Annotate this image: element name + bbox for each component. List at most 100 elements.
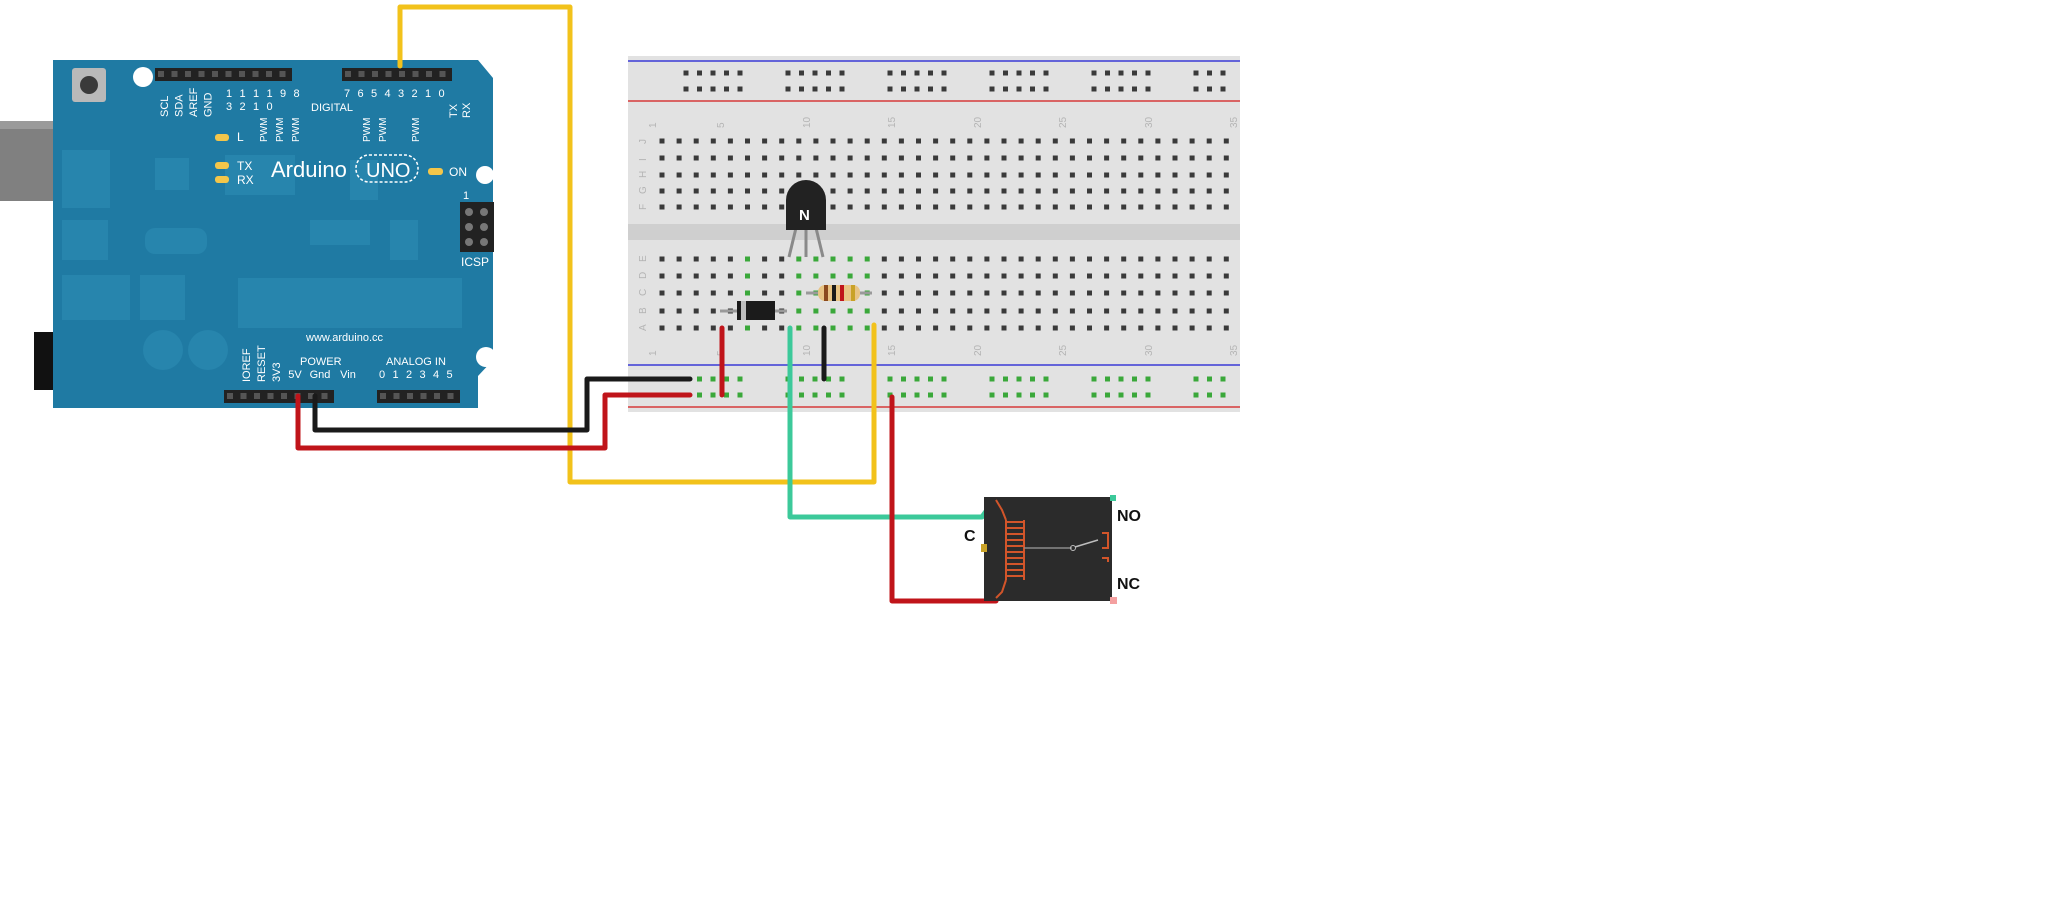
breadboard-hole	[830, 138, 836, 144]
header-strip	[342, 68, 452, 81]
breadboard-hole	[1091, 376, 1097, 382]
breadboard-hole	[1018, 290, 1024, 296]
breadboard-hole	[826, 376, 831, 382]
breadboard-hole	[1003, 86, 1008, 92]
breadboard-hole	[1104, 256, 1110, 262]
breadboard-hole	[864, 325, 870, 331]
breadboard-hole	[1172, 204, 1178, 210]
led-l	[215, 134, 229, 141]
pin-label: 1	[425, 88, 431, 100]
breadboard-hole	[737, 86, 743, 92]
breadboard-hole	[881, 172, 887, 178]
breadboard-hole	[967, 273, 973, 279]
breadboard-hole	[1087, 172, 1092, 178]
breadboard-hole	[779, 325, 785, 331]
breadboard-hole	[762, 188, 768, 194]
header-pin	[426, 71, 432, 77]
breadboard-hole	[1018, 256, 1024, 262]
wire-red-relay	[889, 394, 999, 604]
breadboard-hole	[1003, 70, 1008, 76]
breadboard-hole	[1069, 256, 1075, 262]
breadboard-hole	[941, 376, 947, 382]
breadboard-hole	[724, 376, 729, 382]
breadboard-hole	[1138, 325, 1144, 331]
transistor-body	[786, 180, 826, 230]
breadboard-hole	[1016, 392, 1022, 398]
breadboard-hole	[693, 138, 699, 144]
diode-band	[741, 301, 746, 320]
board-decor	[225, 155, 295, 195]
breadboard-hole	[933, 155, 939, 161]
breadboard-hole	[779, 290, 785, 296]
header-pin	[279, 71, 286, 77]
breadboard-hole	[727, 172, 733, 178]
breadboard-hole	[745, 273, 750, 279]
breadboard-hole	[898, 155, 904, 161]
pwm-label: PWM	[378, 118, 389, 142]
row-letter: I	[638, 158, 649, 161]
breadboard-hole	[847, 273, 853, 279]
header-pin	[281, 393, 287, 399]
diode	[720, 301, 787, 320]
pin-label: SDA	[174, 94, 186, 117]
board-decor	[145, 228, 207, 254]
breadboard-hole	[813, 256, 819, 262]
pin-label: 1	[266, 88, 272, 100]
breadboard-hole	[1052, 308, 1058, 314]
breadboard-hole	[1104, 273, 1110, 279]
breadboard-hole	[950, 256, 956, 262]
breadboard-hole	[1223, 138, 1229, 144]
breadboard-hole	[967, 290, 973, 296]
breadboard-hole	[812, 86, 818, 92]
power-pin-label: RESET	[256, 345, 268, 382]
breadboard-hole	[693, 273, 699, 279]
breadboard-hole	[737, 70, 743, 76]
breadboard-hole	[984, 290, 990, 296]
row-letter: C	[638, 289, 649, 296]
breadboard-hole	[762, 256, 768, 262]
breadboard-hole	[1018, 188, 1024, 194]
breadboard-hole	[693, 204, 699, 210]
breadboard-hole	[847, 188, 853, 194]
breadboard-hole	[847, 308, 853, 314]
breadboard-hole	[1069, 172, 1075, 178]
breadboard-hole	[710, 325, 716, 331]
breadboard-hole	[779, 172, 785, 178]
breadboard-hole	[1189, 155, 1195, 161]
column-number: 10	[802, 116, 813, 128]
breadboard-hole	[933, 172, 939, 178]
breadboard-hole	[1145, 376, 1151, 382]
breadboard-hole	[812, 376, 818, 382]
pin-label: 1	[253, 101, 259, 113]
breadboard-hole	[1043, 86, 1049, 92]
breadboard-hole	[847, 204, 853, 210]
breadboard-hole	[1193, 86, 1199, 92]
column-number: 35	[1229, 344, 1240, 356]
relay-c-label: C	[964, 528, 976, 545]
breadboard-hole	[1155, 155, 1161, 161]
breadboard-hole	[1223, 188, 1229, 194]
pin-label: 3	[226, 101, 232, 113]
breadboard-hole	[1001, 204, 1007, 210]
breadboard-hole	[1155, 256, 1161, 262]
breadboard-hole	[898, 138, 904, 144]
breadboard-hole	[1189, 290, 1195, 296]
breadboard-hole	[901, 392, 906, 398]
digital-label: DIGITAL	[311, 102, 353, 114]
header-pin	[399, 71, 405, 77]
pin-label: 9	[280, 88, 286, 100]
breadboard-hole	[812, 392, 818, 398]
header-pin	[240, 393, 247, 399]
column-number: 20	[973, 344, 984, 356]
pin-label: TX	[448, 103, 460, 118]
analog-pin-label: 3	[419, 369, 425, 381]
board-decor	[350, 160, 378, 200]
breadboard-hole	[762, 172, 768, 178]
analog-pin-label: 1	[392, 369, 398, 381]
breadboard-hole	[727, 273, 733, 279]
breadboard-hole	[933, 325, 939, 331]
breadboard-hole	[710, 376, 716, 382]
breadboard-hole	[1001, 138, 1007, 144]
breadboard-hole	[745, 325, 750, 331]
